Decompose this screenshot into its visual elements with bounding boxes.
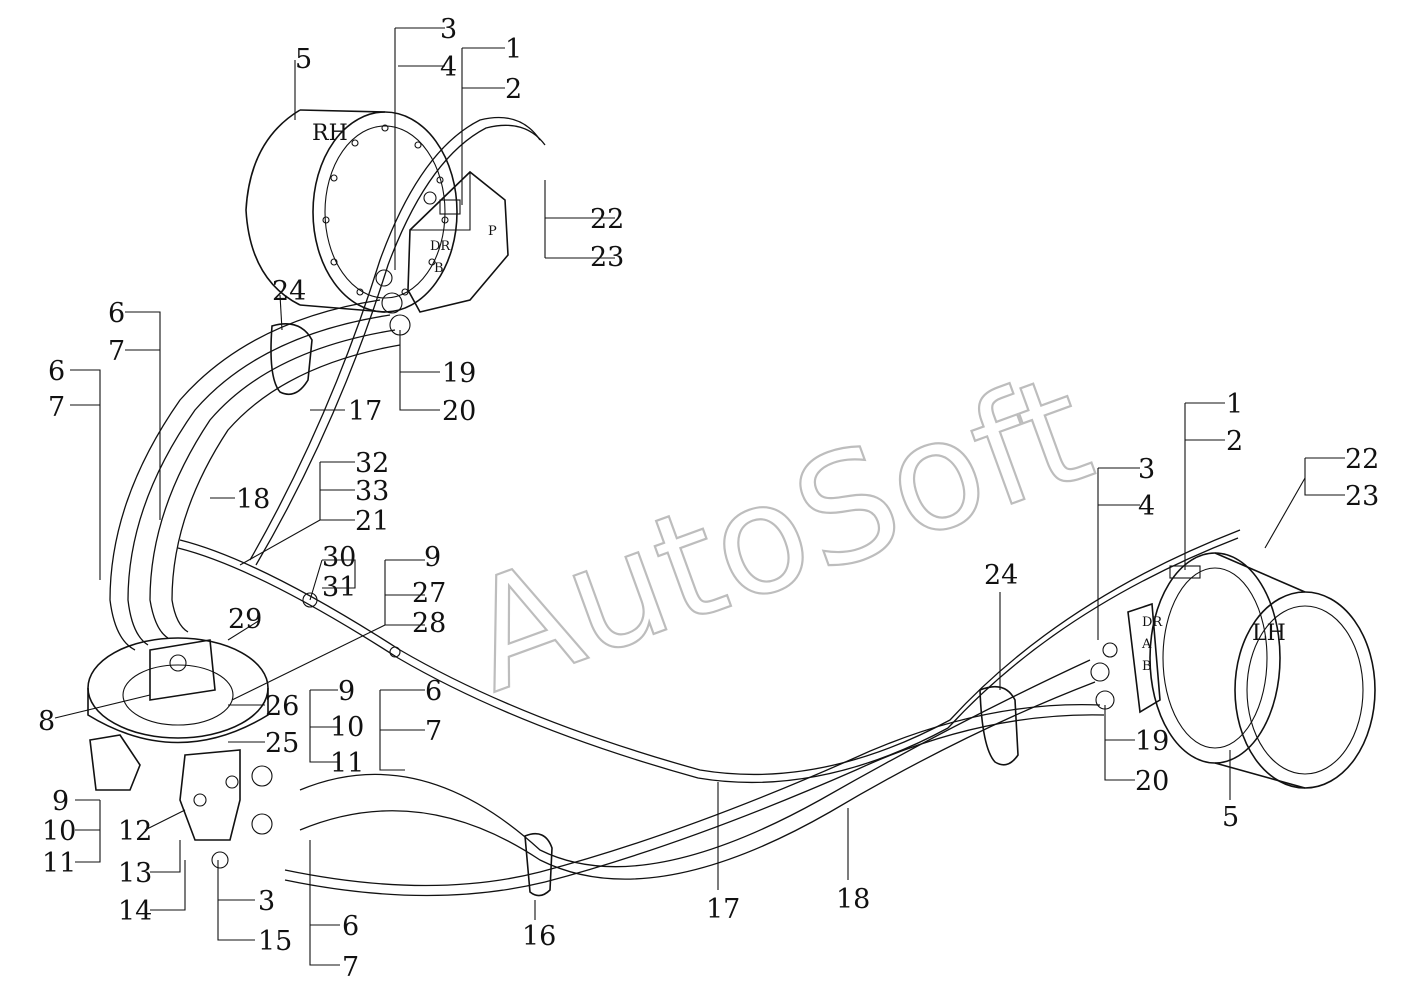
- callout-4: 4: [440, 52, 457, 83]
- callout-15: 15: [258, 926, 292, 957]
- callout-9-left: 9: [52, 786, 69, 817]
- callout-3: 3: [440, 14, 457, 45]
- callout-30: 30: [322, 542, 356, 573]
- callout-6-upper: 6: [108, 298, 125, 329]
- leader-lines: [54, 27, 1345, 966]
- callout-23-lh: 23: [1345, 481, 1379, 512]
- callout-6-mid: 6: [425, 676, 442, 707]
- callout-7-bottom: 7: [342, 952, 359, 983]
- callout-6-left: 6: [48, 356, 65, 387]
- rh-port-b: B: [434, 261, 444, 276]
- callout-23: 23: [590, 242, 624, 273]
- lh-port-b: B: [1142, 659, 1152, 674]
- callout-28: 28: [412, 608, 446, 639]
- callout-3-bottom: 3: [258, 886, 275, 917]
- callout-labels: 3 4 1 2 5 22 23 24 6 7 6 7 19 20 17 18 3…: [38, 14, 1379, 983]
- callout-16: 16: [522, 921, 556, 952]
- lh-label: LH: [1252, 621, 1286, 646]
- callout-18-upper: 18: [236, 484, 270, 515]
- lh-port-dr: DR: [1142, 615, 1163, 630]
- callout-18-lower: 18: [836, 884, 870, 915]
- callout-21: 21: [355, 506, 389, 537]
- callout-31: 31: [322, 572, 356, 603]
- callout-25: 25: [265, 728, 299, 759]
- callout-19-upper: 19: [442, 358, 476, 389]
- callout-17-lower: 17: [706, 894, 740, 925]
- callout-4-lh: 4: [1138, 491, 1155, 522]
- callout-32: 32: [355, 448, 389, 479]
- callout-2: 2: [505, 74, 522, 105]
- rh-bolt-circle: [322, 124, 449, 296]
- rh-label: RH: [312, 121, 348, 146]
- callout-11-mid: 11: [330, 748, 364, 779]
- callout-7-upper: 7: [108, 336, 125, 367]
- callout-9-top: 9: [424, 542, 441, 573]
- callout-33: 33: [355, 476, 389, 507]
- callout-1: 1: [505, 34, 522, 65]
- lh-port-a: A: [1141, 637, 1152, 652]
- rh-travel-motor: RH P DR B: [245, 109, 509, 336]
- callout-27: 27: [412, 578, 446, 609]
- callout-29: 29: [228, 604, 262, 635]
- callout-10-mid: 10: [330, 712, 364, 743]
- callout-14: 14: [118, 896, 152, 927]
- callout-11-left: 11: [42, 848, 76, 879]
- callout-20-upper: 20: [442, 396, 476, 427]
- callout-13: 13: [118, 858, 152, 889]
- center-swivel-joint: [87, 637, 269, 841]
- callout-3-lh: 3: [1138, 454, 1155, 485]
- callout-22: 22: [590, 204, 624, 235]
- callout-8: 8: [38, 706, 55, 737]
- lh-travel-motor: LH DR A B: [1090, 552, 1376, 789]
- callout-7-mid: 7: [425, 716, 442, 747]
- callout-20-lh: 20: [1135, 766, 1169, 797]
- callout-24-lower: 24: [984, 560, 1018, 591]
- callout-9-mid: 9: [338, 676, 355, 707]
- callout-10-left: 10: [42, 816, 76, 847]
- hydraulic-hoses: [109, 116, 1241, 897]
- callout-5: 5: [295, 44, 312, 75]
- callout-17-upper: 17: [348, 396, 382, 427]
- pump-port-label: P: [488, 224, 497, 239]
- callout-1-lh: 1: [1226, 389, 1243, 420]
- callout-26: 26: [265, 691, 299, 722]
- callout-24: 24: [272, 276, 306, 307]
- callout-5-lh: 5: [1222, 802, 1239, 833]
- callout-19-lh: 19: [1135, 726, 1169, 757]
- callout-12: 12: [118, 816, 152, 847]
- callout-2-lh: 2: [1226, 426, 1243, 457]
- rh-port-dr: DR: [430, 239, 451, 254]
- callout-7-left: 7: [48, 392, 65, 423]
- callout-6-bottom: 6: [342, 911, 359, 942]
- callout-22-lh: 22: [1345, 444, 1379, 475]
